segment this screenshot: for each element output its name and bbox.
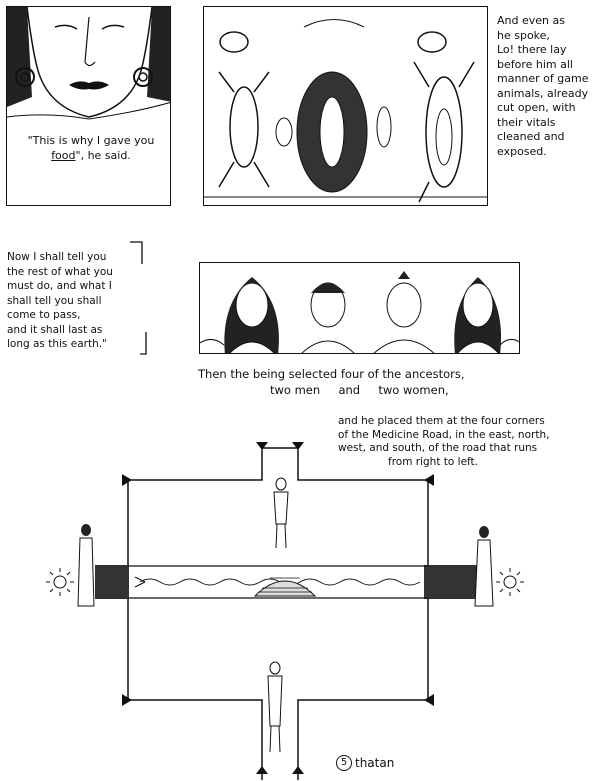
- text-line: two men and two women,: [270, 383, 449, 397]
- speech-bracket-bottom: [140, 332, 147, 355]
- text-line: from right to left.: [388, 455, 479, 468]
- sweat-lodge: [253, 577, 317, 597]
- figure-north: [273, 477, 289, 549]
- ancestor-man-1: [301, 282, 355, 353]
- caption-food-underlined: food: [51, 149, 76, 162]
- text-line: Then the being selected four of the ance…: [198, 367, 465, 381]
- caption-part-1: "This is why I gave you: [27, 134, 155, 147]
- page-footer: 5 thatan: [336, 755, 394, 771]
- caption-part-2: ", he said.: [75, 149, 131, 162]
- text-line: cleaned and: [497, 130, 565, 143]
- page-number: 5: [336, 755, 352, 771]
- text-line: and it shall last as: [7, 323, 103, 336]
- panel-face: "This is why I gave you food", he said.: [6, 6, 171, 206]
- text-line: he spoke,: [497, 28, 550, 42]
- road-outline-left: [127, 448, 263, 780]
- text-line: shall tell you shall: [7, 294, 102, 307]
- panel1-caption: "This is why I gave you food", he said.: [21, 133, 161, 163]
- road-outline-right: [297, 448, 429, 780]
- figure-south: [267, 661, 283, 753]
- text-line: And even as: [497, 14, 565, 27]
- text-line: come to pass,: [7, 309, 81, 321]
- ancestor-woman-2: [454, 277, 502, 353]
- ancestors-caption: Then the being selected four of the ance…: [198, 366, 528, 398]
- text-line: exposed.: [497, 144, 547, 158]
- text-line: long as this earth.": [7, 338, 107, 350]
- figure-west: [77, 524, 95, 607]
- text-line: their vitals: [497, 115, 556, 129]
- text-line: west, and south, of the road that runs: [338, 442, 538, 454]
- sun-west-icon: [46, 568, 74, 596]
- text-line: animals, already: [497, 86, 589, 100]
- ancestor-woman-1: [224, 277, 279, 353]
- text-line: must do, and what I: [7, 280, 112, 292]
- corner-markers: [122, 442, 434, 774]
- medicine-road-diagram: [46, 442, 524, 780]
- horizontal-path: [95, 565, 480, 599]
- artist-signature: thatan: [355, 756, 395, 770]
- sun-east-icon: [496, 568, 524, 596]
- ancestors-illustration: [200, 271, 519, 353]
- speech-text: Now I shall tell you the rest of what yo…: [7, 250, 147, 352]
- road-caption: and he placed them at the four corners o…: [338, 415, 596, 469]
- figure-east: [474, 526, 494, 607]
- game-animals-text: And even as he spoke, Lo! there lay befo…: [497, 14, 595, 159]
- text-line: cut open, with: [497, 101, 576, 114]
- ancestor-man-2: [373, 271, 435, 353]
- text-line: and he placed them at the four corners: [338, 415, 545, 427]
- panel-game-animals: [203, 6, 488, 206]
- text-line: Lo! there lay: [497, 43, 567, 56]
- text-line: before him all: [497, 57, 573, 71]
- game-animals-illustration: [204, 19, 487, 203]
- text-line: of the Medicine Road, in the east, north…: [338, 428, 550, 441]
- panel-four-ancestors: [199, 262, 520, 354]
- face-illustration: [7, 7, 170, 120]
- text-line: manner of game: [497, 72, 589, 85]
- speech-bracket-top: [130, 241, 143, 264]
- text-line: Now I shall tell you: [7, 251, 107, 263]
- text-line: the rest of what you: [7, 265, 113, 278]
